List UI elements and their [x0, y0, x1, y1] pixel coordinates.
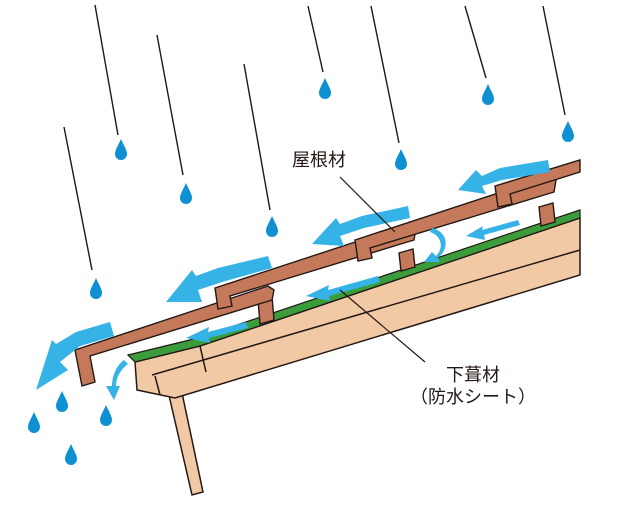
- water-flow-arrow: [466, 220, 520, 240]
- roof-tile: [494, 159, 581, 208]
- raindrop-icon: [266, 216, 278, 237]
- raindrop-icon: [56, 391, 68, 412]
- water-flow-arrow: [166, 256, 272, 302]
- rain-lines: [63, 4, 566, 271]
- water-flow-arrow: [458, 160, 550, 194]
- batten: [398, 248, 416, 272]
- batten: [538, 202, 556, 227]
- raindrop-icon: [115, 139, 127, 160]
- rain-line: [542, 5, 566, 116]
- rain-line: [243, 63, 271, 211]
- water-flow-arrow: [306, 276, 380, 301]
- leader-line-roofing: [339, 176, 396, 233]
- water-flow-arrow: [312, 206, 410, 246]
- raindrop-icon: [100, 405, 112, 426]
- roof-tile: [74, 285, 275, 387]
- raindrop-icon: [65, 444, 77, 465]
- raindrop-icon: [90, 278, 102, 299]
- water-flow-arrow: [36, 322, 114, 390]
- underlayment-note: （防水シート）: [410, 386, 536, 408]
- leader-lines: [339, 176, 426, 363]
- raindrops: [28, 78, 574, 465]
- water-flow-arrow: [424, 228, 446, 262]
- surface-water-flow: [36, 160, 550, 390]
- raindrop-icon: [28, 412, 40, 433]
- rain-line: [370, 5, 400, 144]
- underlayment-label-group: 下葺材 （防水シート）: [410, 365, 536, 408]
- board-edge: [154, 375, 161, 396]
- leader-line-underlayment: [339, 289, 426, 363]
- board-edge: [199, 345, 207, 373]
- rain-line: [156, 34, 184, 176]
- raindrop-icon: [319, 78, 331, 99]
- rain-line: [307, 5, 324, 73]
- roofing-material-label: 屋根材: [292, 150, 346, 171]
- roof-tiles: [74, 159, 581, 387]
- underlayment-label: 下葺材: [446, 365, 500, 386]
- raindrop-icon: [562, 121, 574, 142]
- rain-line: [63, 126, 93, 271]
- underlayment-water-flow: [106, 220, 520, 400]
- rain-line: [464, 5, 487, 79]
- rain-line: [94, 4, 119, 136]
- water-flow-arrow: [106, 360, 128, 400]
- water-flow-arrow: [186, 322, 248, 343]
- raindrop-icon: [395, 149, 407, 170]
- raindrop-icon: [482, 84, 494, 105]
- raindrop-icon: [180, 183, 192, 204]
